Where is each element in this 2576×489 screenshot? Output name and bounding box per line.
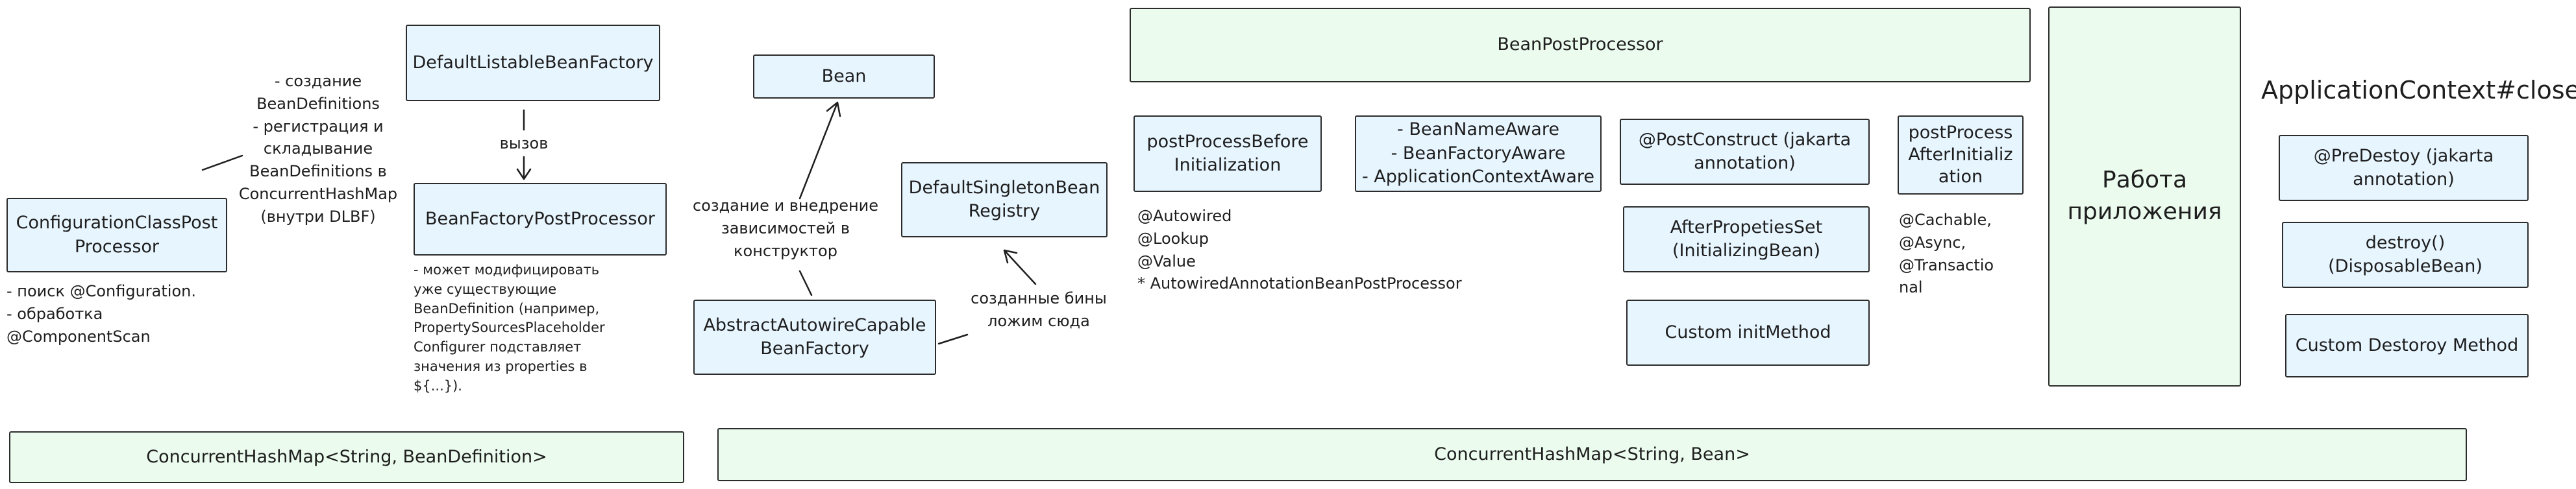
pre-destroy-box: @PreDestoy (jakarta annotation) xyxy=(2279,135,2529,201)
bean-map-box: ConcurrentHashMap<String, Bean> xyxy=(717,428,2467,481)
default-listable-bean-factory-box: DefaultListableBeanFactory xyxy=(406,25,660,101)
configuration-note: - поиск @Configuration. - обработка @Com… xyxy=(6,282,196,346)
call-label: вызов xyxy=(499,134,549,152)
post-process-after-initialization-box: postProcess AfterInitializ ation xyxy=(1898,115,2024,195)
call-arrow xyxy=(516,109,532,180)
create-inject-label: создание и внедрение зависимостей в конс… xyxy=(692,197,879,260)
default-singleton-bean-registry-box: DefaultSingletonBean Registry xyxy=(901,162,1108,237)
bean-factory-post-processor-note: - может модифицировать уже существующие … xyxy=(414,262,605,394)
connector-line xyxy=(201,154,243,171)
after-init-annotations: @Cachable, @Async, @Transactio nal xyxy=(1899,211,1994,297)
bean-box: Bean xyxy=(753,54,935,99)
bean-definitions-note: - создание BeanDefinitions - регистрация… xyxy=(238,72,398,226)
post-process-before-initialization-box: postProcessBefore Initialization xyxy=(1133,115,1322,192)
arrow-to-registry xyxy=(937,249,1037,345)
configuration-class-post-processor-box: ConfigurationClassPost Processor xyxy=(6,198,227,272)
abstract-autowire-capable-bean-factory-box: AbstractAutowireCapable BeanFactory xyxy=(693,300,936,375)
before-init-annotations: @Autowired @Lookup @Value * AutowiredAnn… xyxy=(1137,207,1462,293)
aware-interfaces-box: - BeanNameAware - BeanFactoryAware - App… xyxy=(1355,115,1602,192)
bean-factory-post-processor-box: BeanFactoryPostProcessor xyxy=(414,183,667,256)
post-construct-box: @PostConstruct (jakarta annotation) xyxy=(1620,119,1870,185)
bean-post-processor-box: BeanPostProcessor xyxy=(1130,8,2031,82)
app-running-box: Работа приложения xyxy=(2048,6,2241,387)
destroy-box: destroy() (DisposableBean) xyxy=(2282,222,2529,288)
bean-definition-map-box: ConcurrentHashMap<String, BeanDefinition… xyxy=(9,431,684,483)
after-properties-set-box: AfterPropetiesSet (InitializingBean) xyxy=(1623,206,1870,272)
context-close-title: ApplicationContext#close() xyxy=(2261,76,2576,104)
arrow-to-bean xyxy=(799,101,841,296)
custom-destroy-method-box: Custom Destoroy Method xyxy=(2285,314,2529,377)
custom-init-method-box: Custom initMethod xyxy=(1626,300,1870,366)
created-beans-label: созданные бины ложим сюда xyxy=(971,289,1107,330)
